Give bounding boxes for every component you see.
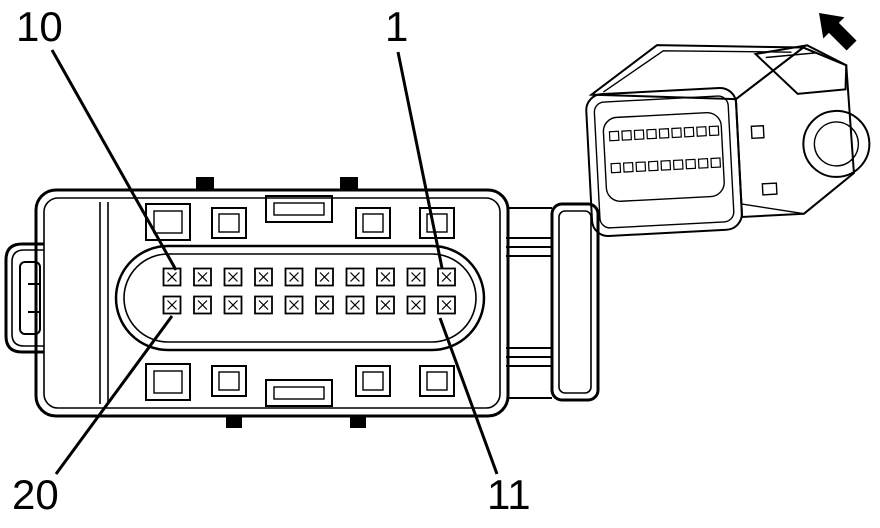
- terminal-pin: [223, 295, 243, 315]
- connector-perspective-view: [585, 44, 871, 237]
- iso-latch-arm: [753, 44, 848, 95]
- terminal-pin: [406, 295, 426, 315]
- terminal-pin: [284, 295, 304, 315]
- terminal-pin: [345, 295, 365, 315]
- terminal-pin: [315, 295, 334, 315]
- iso-terminal-pin-field: [608, 125, 722, 174]
- terminal-pin: [254, 267, 273, 287]
- front-left-lock-tab: [4, 242, 44, 354]
- terminal-pin: [315, 267, 334, 287]
- iso-front-face: [585, 86, 743, 237]
- iso-terminal-pin: [608, 130, 620, 142]
- iso-terminal-pin: [647, 160, 659, 172]
- iso-terminal-pin: [685, 158, 697, 170]
- callout-label-terminal-20: 20: [12, 471, 59, 518]
- iso-terminal-pin: [621, 130, 632, 141]
- iso-terminal-pin: [622, 161, 634, 173]
- connector-front-view: [4, 49, 600, 475]
- terminal-pin: [345, 267, 365, 287]
- terminal-pin: [437, 295, 456, 315]
- iso-terminal-pin: [697, 158, 709, 169]
- iso-terminal-pin: [658, 128, 670, 139]
- terminal-pin: [193, 295, 212, 315]
- callout-label-terminal-10: 10: [16, 3, 63, 50]
- terminal-pin: [223, 267, 243, 287]
- terminal-pin: [437, 267, 456, 287]
- direction-arrow-icon: [819, 13, 857, 51]
- iso-terminal-pin: [683, 126, 695, 138]
- callout-line-terminal-11: [438, 317, 499, 475]
- terminal-pin: [162, 267, 182, 287]
- housing-index-tabs: [196, 177, 366, 428]
- iso-terminal-pin: [672, 159, 684, 171]
- iso-rear-barrel: [802, 109, 871, 178]
- iso-terminal-pin: [660, 160, 672, 171]
- front-lower-cavities: [145, 363, 455, 407]
- callout-line-terminal-20: [54, 315, 174, 475]
- iso-terminal-pin: [646, 128, 657, 140]
- callout-line-terminal-10: [50, 49, 178, 271]
- front-upper-cavities: [145, 195, 455, 241]
- terminal-pin: [162, 295, 182, 315]
- terminal-pin: [406, 267, 426, 287]
- callout-label-terminal-1: 1: [385, 3, 409, 50]
- callout-label-terminal-11: 11: [487, 471, 531, 518]
- terminal-pin: [284, 267, 304, 287]
- iso-terminal-pin: [708, 125, 720, 137]
- terminal-pin: [376, 267, 395, 287]
- callout-line-terminal-1: [396, 51, 444, 269]
- terminal-pin: [254, 295, 273, 315]
- terminal-pin: [376, 295, 395, 315]
- terminal-pin: [193, 267, 212, 287]
- front-right-latch-section: [506, 202, 600, 402]
- iso-terminal-pin: [710, 157, 722, 169]
- terminal-pin-field: [162, 267, 456, 315]
- iso-terminal-pin: [633, 129, 645, 141]
- iso-terminal-pin: [635, 161, 647, 173]
- iso-terminal-pin: [671, 127, 682, 139]
- iso-terminal-pin: [610, 162, 622, 174]
- iso-terminal-pin: [696, 126, 707, 137]
- front-housing-body: [34, 188, 510, 418]
- terminal-seal-ring: [114, 244, 486, 352]
